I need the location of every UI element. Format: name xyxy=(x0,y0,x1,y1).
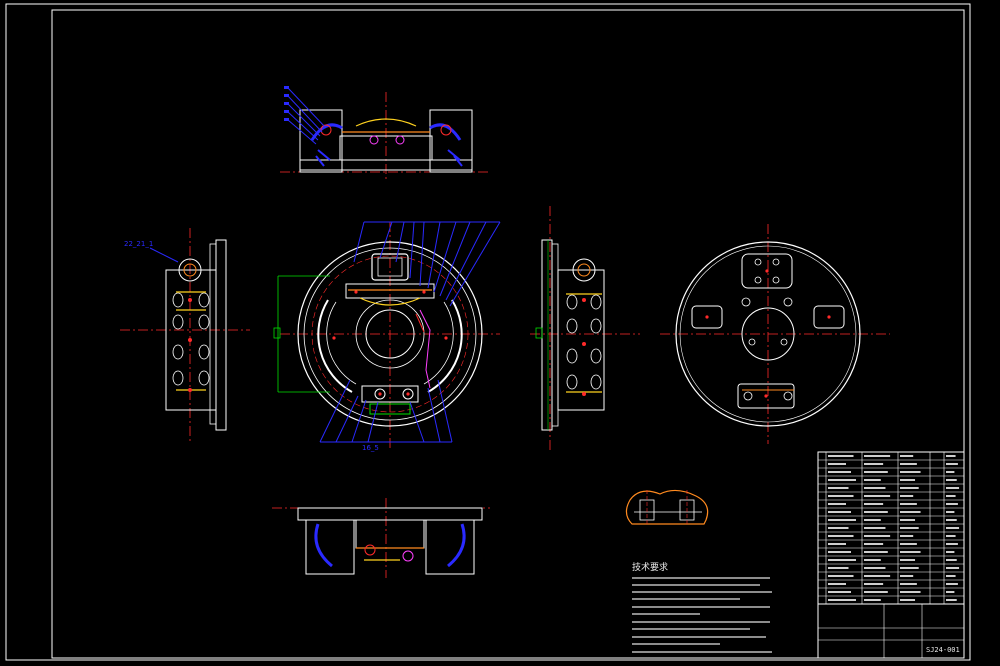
title-block-cell-text xyxy=(864,591,888,593)
title-block-cell-text xyxy=(900,503,917,505)
title-block-cell-text xyxy=(828,559,856,561)
title-block-cell-text xyxy=(864,455,891,457)
title-block-cell-text xyxy=(946,495,956,497)
title-block-cell-text xyxy=(900,479,916,481)
detail-view xyxy=(625,489,709,525)
title-block-cell-text xyxy=(864,559,881,561)
title-block-cell-text xyxy=(828,599,856,601)
title-block-cell-text xyxy=(946,559,957,561)
backing-plate-view xyxy=(660,224,890,444)
tech-requirements-title: 技术要求 xyxy=(632,561,668,573)
title-block-cell-text xyxy=(864,479,881,481)
title-block-cell-text xyxy=(900,535,914,537)
title-block-cell-text xyxy=(946,599,957,601)
front-view-bottom-callout: 16_5 xyxy=(362,444,379,452)
title-block-cell-text xyxy=(900,551,921,553)
left-side-view: 22_21_1 xyxy=(120,228,250,444)
title-block-cell-text xyxy=(900,463,917,465)
title-block-cell-text xyxy=(900,567,919,569)
title-block-cell-text xyxy=(828,471,851,473)
title-block-cell-text xyxy=(864,583,884,585)
title-block-cell-text xyxy=(828,535,854,537)
title-block-cell-text xyxy=(828,519,856,521)
title-block-cell-text xyxy=(828,527,849,529)
drawing-number: SJ24-001 xyxy=(926,646,960,654)
title-block-cell-text xyxy=(900,527,919,529)
title-block-cell-text xyxy=(864,567,886,569)
title-block-cell-text xyxy=(828,479,856,481)
title-block-cell-text xyxy=(864,535,891,537)
title-block-cell-text xyxy=(946,575,956,577)
top-view xyxy=(280,86,490,182)
front-view: 16_5 xyxy=(273,221,501,452)
title-block-cell-text xyxy=(828,455,854,457)
title-block-cell-text xyxy=(864,519,881,521)
title-block-cell-text xyxy=(864,511,888,513)
title-block-cell-text xyxy=(900,591,921,593)
title-block-cell-text xyxy=(864,551,888,553)
title-block-cell-text xyxy=(900,455,914,457)
title-block-cell-text xyxy=(946,567,960,569)
title-block-cell-text xyxy=(900,495,914,497)
right-side-view xyxy=(530,206,640,452)
bottom-view xyxy=(272,498,490,578)
title-block-cell-text xyxy=(946,455,956,457)
title-block-cell-text xyxy=(946,535,956,537)
title-block-cell-text xyxy=(828,575,854,577)
title-block-cell-text xyxy=(946,583,958,585)
title-block-cell-text xyxy=(900,519,916,521)
title-block-cell-text xyxy=(864,543,884,545)
title-block-cell-text xyxy=(828,567,849,569)
title-block-cell-text xyxy=(864,503,884,505)
technical-requirements: 技术要求 xyxy=(632,561,772,653)
title-block: SJ24-001 xyxy=(817,451,965,659)
title-block-cell-text xyxy=(828,543,846,545)
title-block-cell-text xyxy=(864,495,891,497)
title-block-cell-text xyxy=(864,575,891,577)
left-view-callout-label: 22_21_1 xyxy=(124,240,153,248)
title-block-cell-text xyxy=(946,503,958,505)
title-block-cell-text xyxy=(900,487,919,489)
title-block-cell-text xyxy=(946,591,955,593)
title-block-cell-text xyxy=(828,583,846,585)
title-block-cell-text xyxy=(828,495,854,497)
title-block-cell-text xyxy=(864,487,886,489)
title-block-cell-text xyxy=(828,463,846,465)
title-block-cell-text xyxy=(946,471,955,473)
title-block-cell-text xyxy=(828,487,849,489)
title-block-cell-text xyxy=(900,583,917,585)
title-block-cell-text xyxy=(900,511,921,513)
title-block-cell-text xyxy=(900,543,917,545)
title-block-cell-text xyxy=(828,591,851,593)
title-block-cell-text xyxy=(946,487,960,489)
title-block-cell-text xyxy=(900,599,916,601)
title-block-cell-text xyxy=(900,559,916,561)
title-block-cell-text xyxy=(946,463,958,465)
title-block-cell-text xyxy=(946,543,958,545)
title-block-cell-text xyxy=(864,527,886,529)
title-block-cell-text xyxy=(828,551,851,553)
title-block-cell-text xyxy=(900,471,921,473)
title-block-cell-text xyxy=(864,471,888,473)
title-block-cell-text xyxy=(900,575,914,577)
title-block-cell-text xyxy=(946,479,957,481)
title-block-cell-text xyxy=(946,527,960,529)
title-block-cell-text xyxy=(864,599,881,601)
title-block-cell-text xyxy=(828,511,851,513)
title-block-cell-text xyxy=(946,519,957,521)
title-block-cell-text xyxy=(864,463,884,465)
sheet-outer-border xyxy=(5,3,971,661)
sheet-inner-border xyxy=(51,9,965,659)
title-block-cell-text xyxy=(946,551,955,553)
title-block-cell-text xyxy=(828,503,846,505)
title-block-cell-text xyxy=(946,511,955,513)
